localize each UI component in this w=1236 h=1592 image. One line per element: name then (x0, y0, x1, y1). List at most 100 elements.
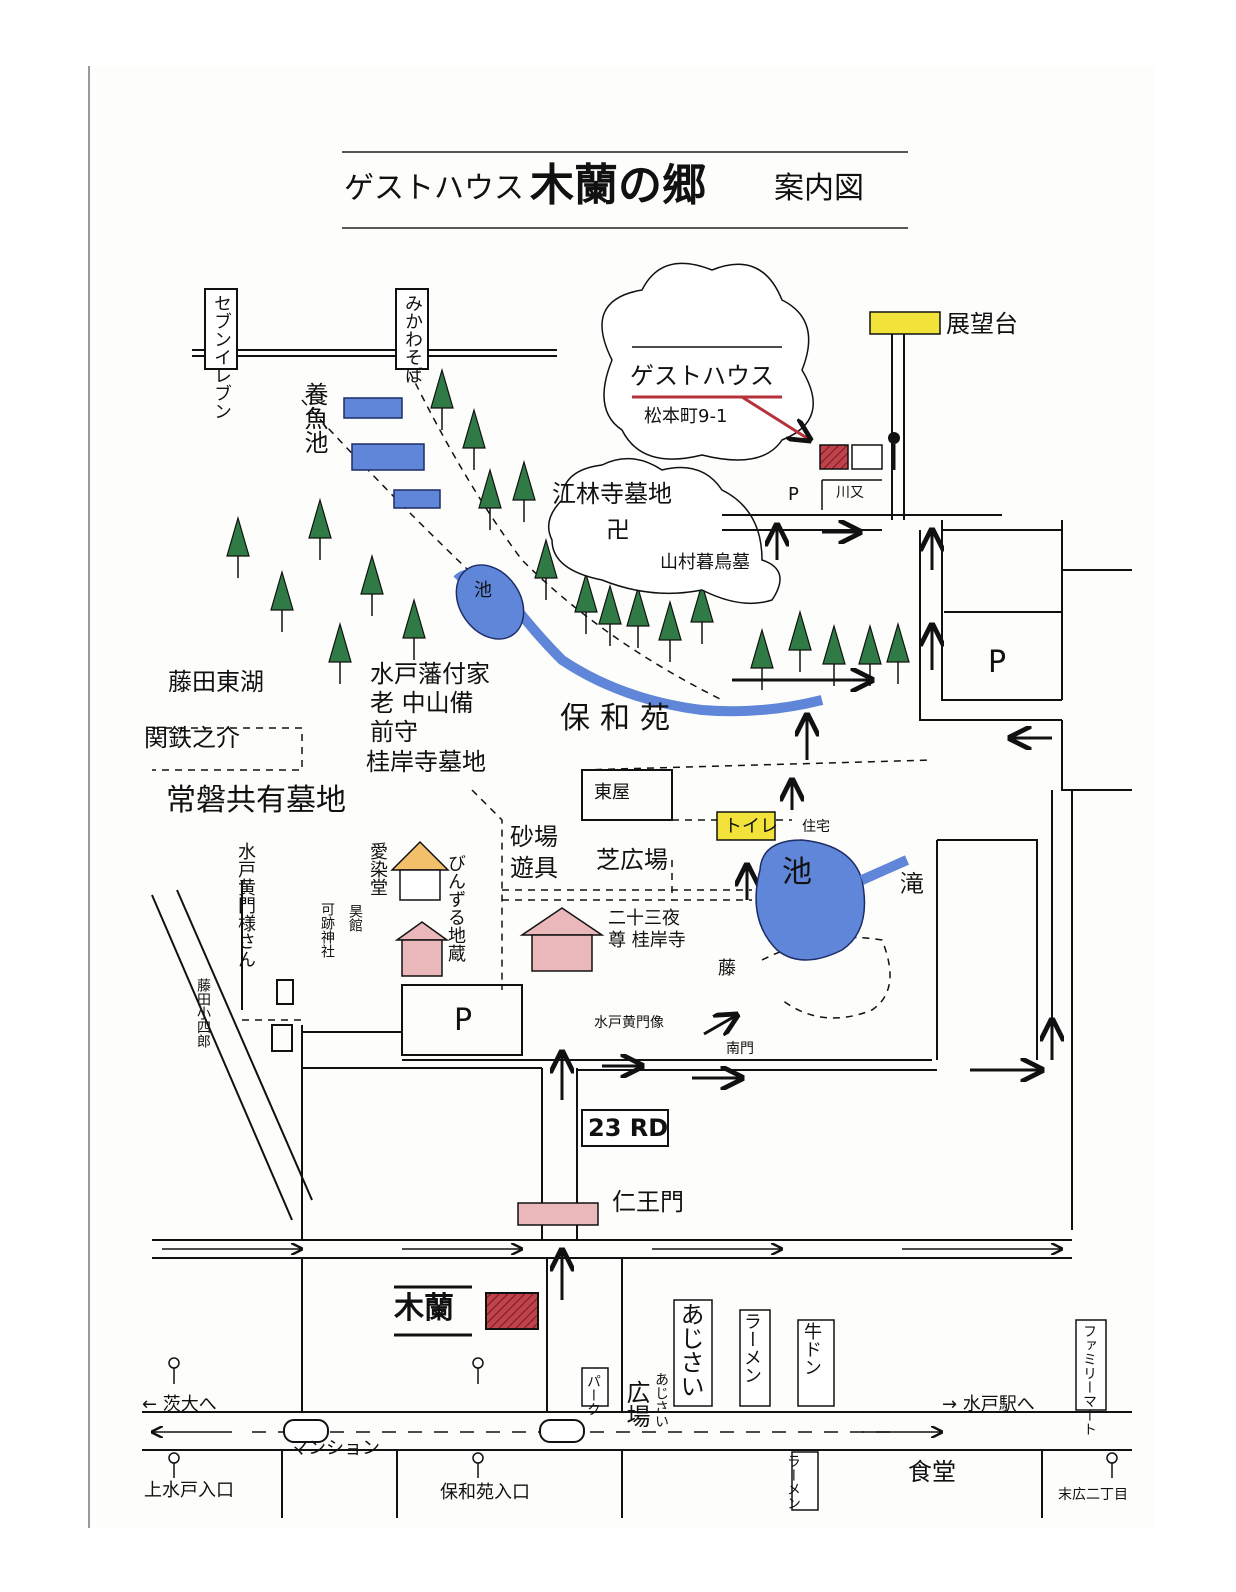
minami-mon-label: 南門 (726, 1041, 754, 1057)
azumaya-label: 東屋 (594, 782, 630, 803)
niomon-label: 仁王門 (612, 1188, 684, 1216)
park-label: パーク (585, 1374, 601, 1416)
mokuran-building (485, 1292, 539, 1330)
howaen-pond (755, 839, 866, 961)
howaen-entrance-label: 保和苑入口 (440, 1482, 530, 1503)
small-pond-label: 池 (471, 580, 492, 598)
buildings (151, 769, 937, 1240)
map-drawing (142, 151, 1132, 1518)
tree-icon (270, 569, 294, 611)
tree-icon (328, 621, 352, 663)
howaen-pond-label: 池 (782, 855, 812, 890)
kami-mito-label: 上水戸入口 (144, 1480, 234, 1501)
top-road (192, 349, 557, 357)
title-prefix: ゲストハウス (344, 171, 524, 206)
tree-icon (626, 585, 650, 627)
tree-icon (750, 627, 774, 669)
binzuru-jizo-label: びんずる地蔵 (445, 854, 466, 962)
road-arrows (152, 1249, 1062, 1432)
tree-icon (430, 367, 454, 409)
seki-tetsunosuke-label: 関鉄之介 (144, 724, 240, 752)
title-suffix: 案内図 (774, 171, 864, 206)
tree-icon (574, 571, 598, 613)
mito-komon-statue-label: 水戸黄門像 (594, 1015, 664, 1031)
keiganji-cemetery-label: 桂岸寺墓地 (366, 748, 486, 776)
shibahiroba-label: 芝広場 (596, 846, 668, 874)
korinji-cemetery-label: 江林寺墓地 (552, 480, 672, 508)
to-ibaraki-univ-label: ← 茨大へ (142, 1394, 217, 1415)
sunaba-yugu-label: 砂場 遊具 (510, 823, 558, 883)
address-label: 松本町9-1 (644, 406, 728, 427)
aisenbo-label: 愛染堂 (367, 842, 388, 896)
parking-guesthouse: P (788, 484, 799, 505)
fujita-toko-label: 藤田東湖 (168, 668, 264, 696)
mito-komon-label: 水戸黄門様さん (235, 842, 256, 968)
person-figure (888, 432, 900, 444)
park-boundaries (152, 727, 933, 1021)
route-23-box (581, 1109, 669, 1147)
fuji-label: 藤 (718, 958, 736, 979)
niomon-gate (517, 1202, 599, 1226)
tree-icon (462, 407, 486, 449)
mikawa-soba-label: みかわそば (395, 288, 429, 384)
title-name: 木蘭の郷 (530, 160, 706, 211)
gyudon-label: 牛ドン (801, 1322, 822, 1376)
observatory-marker (869, 311, 941, 335)
waterfall (859, 855, 910, 885)
tree-icon (822, 623, 846, 665)
ramen2-label: ラーメン (785, 1454, 801, 1510)
koi-ponds (343, 397, 441, 509)
nijuuya-keiganji-label: 二十三夜尊 桂岸寺 (608, 908, 686, 951)
parking-center: P (454, 1003, 473, 1038)
temples (390, 840, 605, 977)
koi-pond-label: 養魚池 (300, 382, 328, 454)
guesthouse-building (819, 444, 849, 470)
waterfall-label: 滝 (900, 870, 924, 898)
mokuran-label: 木蘭 (394, 1291, 454, 1326)
trees (226, 367, 910, 690)
map-paper: ゲストハウス 木蘭の郷 案内図 セブンイレブン みかわそば 展望台 ゲストハウス… (88, 66, 1154, 1528)
to-mito-station-label: → 水戸駅へ (942, 1394, 1035, 1415)
nakayama-bizen-label: 水戸藩付家老 中山備前守 (370, 660, 490, 746)
tree-icon (658, 599, 682, 641)
shokudo-label: 食堂 (908, 1458, 956, 1486)
ramen1-label: ラーメン (741, 1312, 762, 1384)
fujita-koshiro-label: 藤田小四郎 (195, 978, 211, 1048)
tokiwa-cemetery-label: 常磐共有墓地 (166, 783, 346, 818)
suehiro-label: 末広二丁目 (1058, 1487, 1128, 1503)
trail-dashed (403, 359, 723, 701)
guesthouse-cloud (601, 262, 814, 461)
tree-icon (308, 497, 332, 539)
tree-icon (598, 583, 622, 625)
jutaku-label: 住宅 (802, 819, 830, 835)
east-roads (722, 514, 1132, 1230)
familymart-label: ファミリーマート (1081, 1324, 1097, 1436)
ajisai-label: あじさい (676, 1302, 704, 1398)
korinji-cloud (547, 457, 781, 605)
small-pond (455, 564, 525, 640)
tree-icon (360, 553, 384, 595)
kawasu-label: 川又 (836, 485, 864, 501)
guesthouse-label: ゲストハウス (630, 362, 774, 390)
seven-eleven-label: セブンイレブン (204, 288, 238, 420)
main-roads (142, 1239, 1132, 1518)
tree-icon (226, 515, 250, 557)
ajisai-small-label: あじさい (653, 1372, 669, 1428)
shop-boxes (581, 1299, 1107, 1511)
title-rules (342, 151, 908, 229)
tree-icon (402, 597, 426, 639)
hiroba-label: 広場 (622, 1380, 650, 1428)
manji-symbol: 卍 (606, 516, 630, 544)
kashiwa-jinja-label: 可跡神社 (319, 902, 335, 958)
toilet-label: トイレ (724, 816, 778, 837)
tree-icon (858, 623, 882, 665)
parking-east: P (988, 645, 1007, 680)
yamamura-grave-label: 山村暮鳥墓 (660, 552, 750, 573)
bus-stops (168, 1357, 1118, 1478)
kaikan-label: 昊館 (347, 904, 363, 932)
traffic-lights (283, 1419, 585, 1443)
tree-icon (788, 609, 812, 651)
mansion-label: マンション (290, 1438, 380, 1459)
tree-icon (512, 459, 536, 501)
tree-icon (478, 467, 502, 509)
